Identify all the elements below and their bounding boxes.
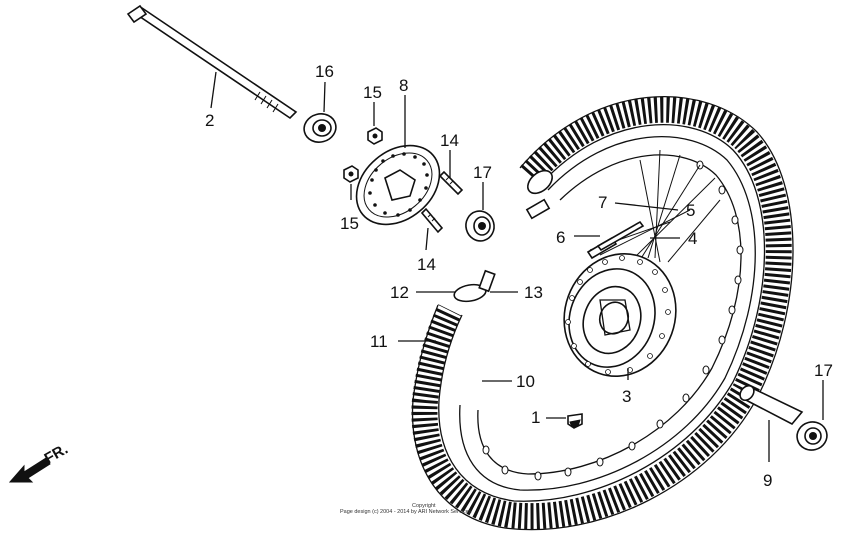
- copyright-notice: Copyright Page design (c) 2004 - 2014 by…: [340, 503, 472, 515]
- callout-5: 5: [686, 201, 695, 220]
- callout-7: 7: [598, 193, 607, 212]
- callout-16: 16: [315, 62, 334, 81]
- leader-lines: [210, 71, 824, 462]
- callout-17-upper: 17: [473, 163, 492, 182]
- callout-labels: 1 2 3 4 5 6 7 8 9 10 11 12 13 14 14 15 1…: [205, 62, 833, 490]
- callout-3: 3: [622, 387, 631, 406]
- tire-tread: [411, 96, 792, 530]
- callout-4: 4: [688, 229, 697, 248]
- hub-assembly: [563, 220, 677, 378]
- callout-9: 9: [763, 471, 772, 490]
- callout-11: 11: [370, 332, 388, 351]
- callout-14-upper: 14: [440, 131, 459, 150]
- arrow-icon: [8, 457, 51, 483]
- brake-disc: [355, 144, 441, 226]
- callout-13: 13: [524, 283, 543, 302]
- front-direction-indicator: FR.: [8, 441, 71, 483]
- callout-10: 10: [516, 372, 535, 391]
- wheel-assembly: [411, 95, 794, 531]
- bearing-16: [303, 113, 337, 143]
- callout-2: 2: [205, 111, 214, 130]
- spacer-9: [739, 384, 804, 426]
- callout-1: 1: [531, 408, 540, 427]
- callout-8: 8: [399, 76, 408, 95]
- callout-15-lower: 15: [340, 214, 359, 233]
- copyright-line-1: Copyright: [412, 503, 436, 509]
- axle: [126, 4, 298, 120]
- callout-17-lower: 17: [814, 361, 833, 380]
- callout-15-upper: 15: [363, 83, 382, 102]
- bearing-17-upper: [465, 210, 495, 242]
- stud-14-lower: [420, 207, 444, 234]
- callout-12: 12: [390, 283, 409, 302]
- nut-15-upper: [367, 127, 383, 145]
- copyright-line-2: Page design (c) 2004 - 2014 by ARI Netwo…: [340, 509, 472, 515]
- bearing-17-lower: [796, 421, 828, 451]
- callout-6: 6: [556, 228, 565, 247]
- callout-14-lower: 14: [417, 255, 436, 274]
- stud-14-upper: [438, 170, 464, 196]
- hub-flange-holes: [565, 255, 671, 375]
- nut-15-lower: [343, 165, 359, 183]
- valve-cap-1: [567, 413, 583, 429]
